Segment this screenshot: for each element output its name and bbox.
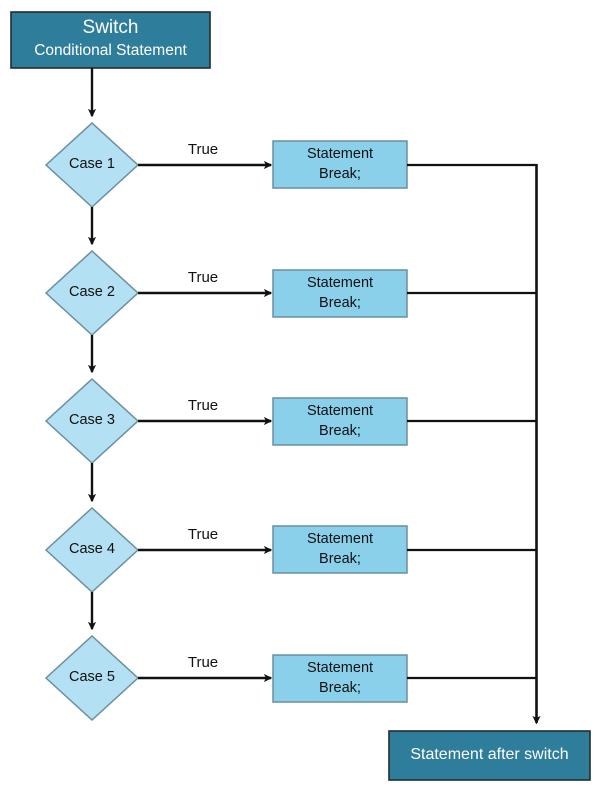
decision-case-4	[44, 506, 140, 594]
statement-box-1	[272, 140, 408, 189]
after-switch-box	[388, 730, 591, 781]
decision-case-5	[44, 634, 140, 722]
decision-case-3	[44, 377, 140, 465]
switch-box	[10, 11, 211, 69]
statement-box-2	[272, 269, 408, 318]
decision-case-2	[44, 249, 140, 337]
statement-box-5	[272, 654, 408, 703]
decision-case-1	[44, 121, 140, 209]
statement-box-4	[272, 525, 408, 574]
statement-box-3	[272, 397, 408, 446]
